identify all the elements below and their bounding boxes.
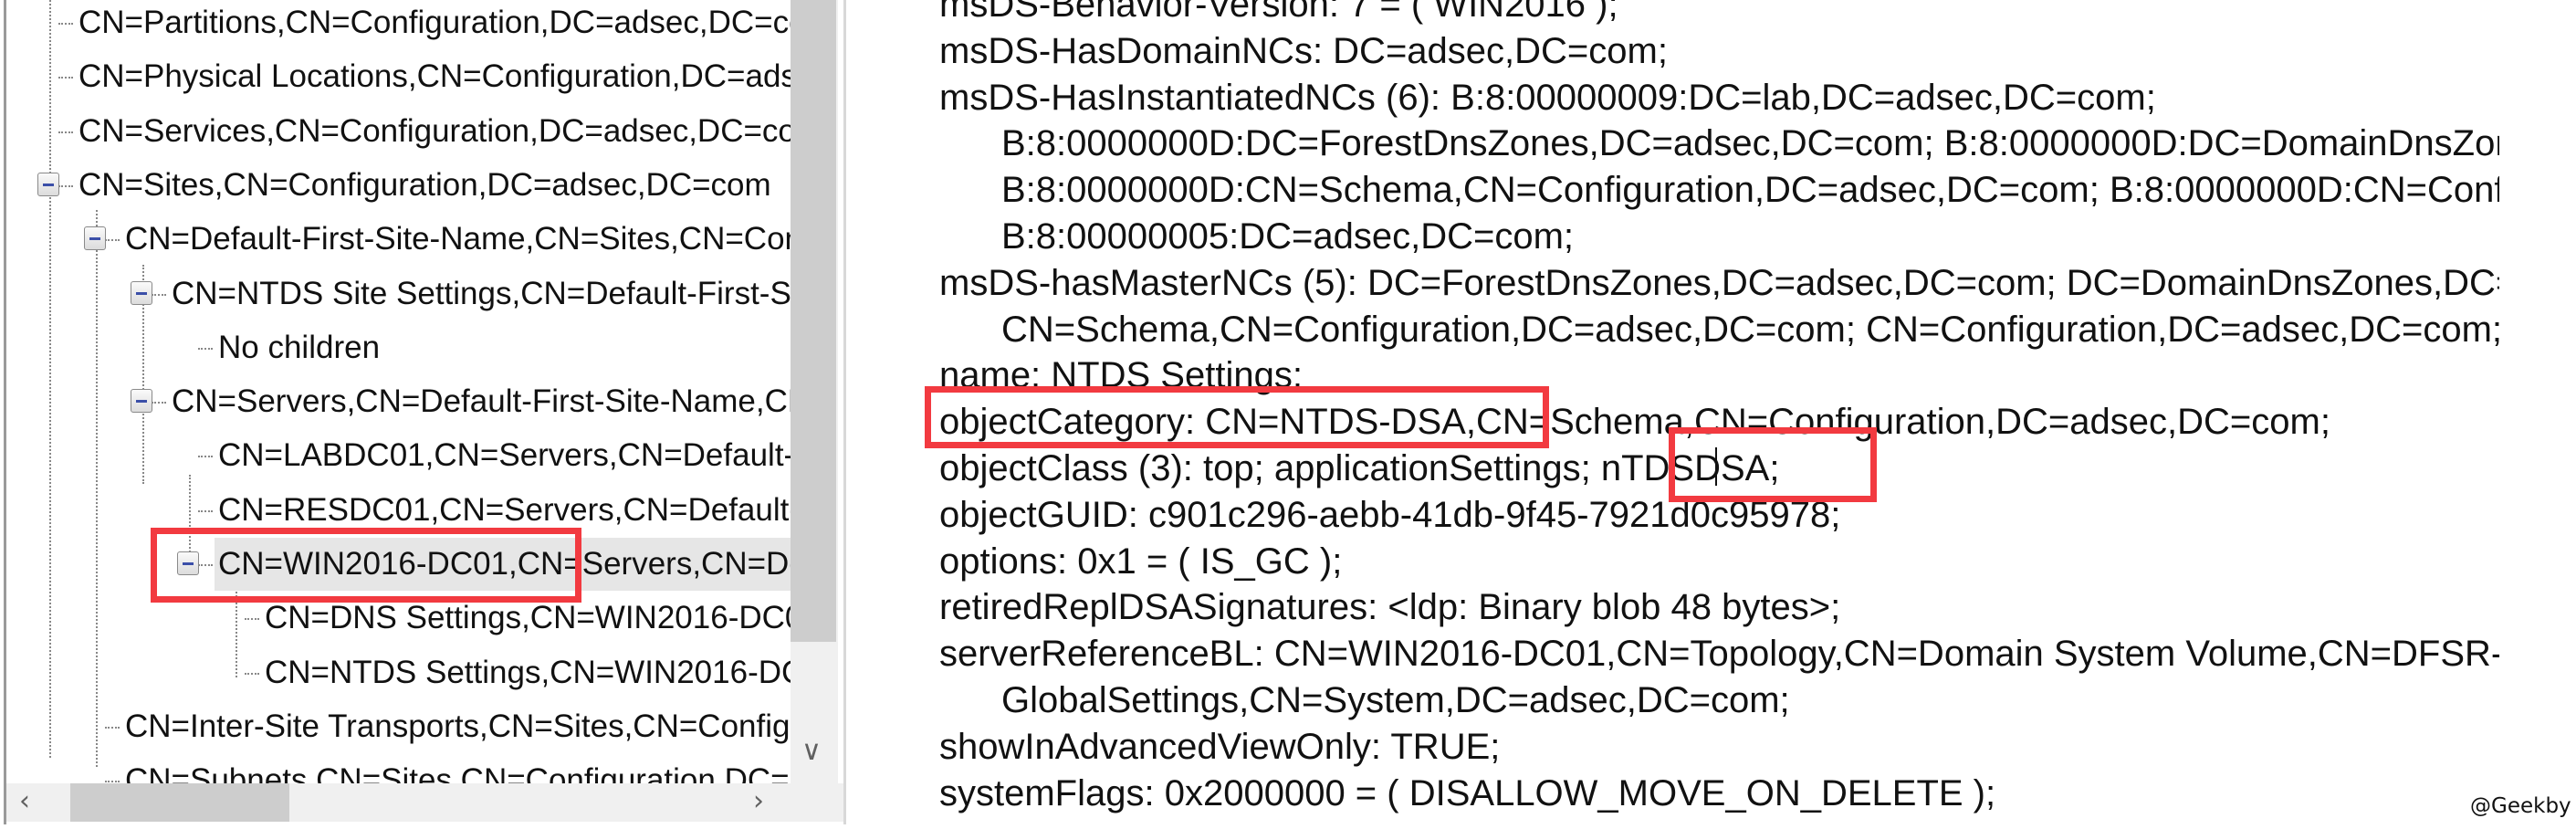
highlight-box-object-category (925, 386, 1549, 448)
tree-guide-line (189, 475, 191, 559)
horizontal-scroll-thumb[interactable] (70, 783, 289, 822)
property-line: B:8:0000000D:DC=ForestDnsZones,DC=adsec,… (1001, 123, 2499, 164)
tree-item-label: CN=WIN2016-DC01,CN=Servers,CN=Default-Fi… (218, 546, 791, 582)
tree-item-label: CN=Subnets,CN=Sites,CN=Configuration,DC=… (125, 762, 791, 783)
horizontal-scrollbar[interactable]: ‹ › (6, 783, 843, 822)
tree-connector (58, 184, 73, 187)
tree-item[interactable]: CN=Subnets,CN=Sites,CN=Configuration,DC=… (6, 754, 791, 783)
property-line: CN=Schema,CN=Configuration,DC=adsec,DC=c… (1001, 309, 2499, 350)
tree-item-label: CN=RESDC01,CN=Servers,CN=Default-First-S… (218, 491, 791, 528)
tree-item[interactable]: CN=Default-First-Site-Name,CN=Sites,CN=C… (6, 213, 791, 267)
tree-connector (245, 672, 259, 675)
chevron-right-icon[interactable]: › (753, 785, 764, 817)
chevron-down-icon[interactable]: ∨ (801, 735, 822, 767)
tree-item-label: CN=Services,CN=Configuration,DC=adsec,DC… (79, 112, 791, 149)
tree-connector (58, 77, 73, 79)
tree-item-label: CN=Servers,CN=Default-First-Site-Name,CN… (172, 383, 791, 420)
chevron-left-icon[interactable]: ‹ (19, 785, 30, 817)
tree-guide-line (96, 210, 98, 767)
tree-item[interactable]: CN=NTDS Site Settings,CN=Default-First-S… (6, 268, 791, 321)
tree-guide-line (142, 265, 144, 484)
property-line: serverReferenceBL: CN=WIN2016-DC01,CN=To… (939, 634, 2499, 675)
tree-connector (105, 781, 120, 783)
tree-item[interactable]: CN=RESDC01,CN=Servers,CN=Default-First-S… (6, 484, 791, 538)
tree-item-label: CN=Sites,CN=Configuration,DC=adsec,DC=co… (79, 166, 771, 203)
highlight-box-server-node (151, 528, 581, 603)
tree-connector (198, 456, 213, 458)
tree-item[interactable]: CN=Physical Locations,CN=Configuration,D… (6, 50, 791, 104)
collapse-icon[interactable] (131, 280, 152, 305)
tree-guide-line (49, 0, 51, 758)
property-line: msDS-hasMasterNCs (5): DC=ForestDnsZones… (939, 262, 2499, 303)
property-line: B:8:00000005:DC=adsec,DC=com; (1001, 216, 1575, 257)
tree-connector (105, 239, 120, 242)
watermark: @Geekby (2470, 794, 2571, 818)
tree-item[interactable]: CN=Inter-Site Transports,CN=Sites,CN=Con… (6, 700, 791, 754)
collapse-icon[interactable] (177, 551, 199, 575)
tree-connector (245, 618, 259, 621)
tree-item-label: CN=Default-First-Site-Name,CN=Sites,CN=C… (125, 221, 791, 257)
tree-connector (152, 402, 166, 404)
tree-connector (58, 131, 73, 133)
tree-item-label: CN=Inter-Site Transports,CN=Sites,CN=Con… (125, 708, 791, 744)
tree-item[interactable]: CN=Servers,CN=Default-First-Site-Name,CN… (6, 375, 791, 429)
property-line: showInAdvancedViewOnly: TRUE; (939, 726, 1501, 767)
tree-item[interactable]: CN=WIN2016-DC01,CN=Servers,CN=Default-Fi… (6, 538, 791, 592)
tree-item[interactable]: CN=NTDS Settings,CN=WIN2016-DC01,CN=Serv… (6, 646, 791, 700)
tree-connector (198, 347, 213, 350)
highlight-box-object-class (1669, 427, 1877, 502)
vertical-scroll-thumb[interactable] (791, 0, 836, 642)
tree-item[interactable]: CN=Sites,CN=Configuration,DC=adsec,DC=co… (6, 159, 791, 213)
tree-item-label: CN=DNS Settings,CN=WIN2016-DC01,CN=Serve… (265, 600, 791, 636)
collapse-icon[interactable] (131, 389, 152, 414)
tree-item[interactable]: CN=Services,CN=Configuration,DC=adsec,DC… (6, 105, 791, 159)
tree-connector (198, 509, 213, 512)
tree-item[interactable]: CN=Partitions,CN=Configuration,DC=adsec,… (6, 0, 791, 50)
property-line: GlobalSettings,CN=System,DC=adsec,DC=com… (1001, 680, 1790, 720)
property-line: objectClass (3): top; applicationSetting… (939, 448, 1780, 488)
collapse-icon[interactable] (37, 172, 59, 196)
tree-guide-line (236, 584, 237, 677)
tree-connector (58, 23, 73, 25)
tree-pane: CN=Partitions,CN=Configuration,DC=adsec,… (0, 0, 847, 824)
tree-item-label: CN=NTDS Settings,CN=WIN2016-DC01,CN=Serv… (265, 654, 791, 690)
property-line: B:8:0000000D:CN=Schema,CN=Configuration,… (1001, 170, 2499, 211)
property-line: msDS-HasDomainNCs: DC=adsec,DC=com; (939, 30, 1668, 71)
pane-border (843, 0, 846, 824)
tree-connector (198, 564, 213, 566)
tree-view[interactable]: CN=Partitions,CN=Configuration,DC=adsec,… (6, 0, 791, 783)
property-line: objectCategory: CN=NTDS-DSA,CN=Schema,CN… (939, 402, 2330, 443)
tree-item-label: No children (218, 329, 381, 365)
properties-pane: msDS-Behavior-Version: 7 = ( WIN2016 ); m… (913, 0, 2499, 829)
property-line: systemFlags: 0x2000000 = ( DISALLOW_MOVE… (939, 772, 1996, 813)
tree-connector (152, 293, 166, 296)
tree-item-label: CN=Partitions,CN=Configuration,DC=adsec,… (79, 5, 791, 40)
tree-item-label: CN=LABDC01,CN=Servers,CN=Default-First-S… (218, 437, 791, 474)
property-line: options: 0x1 = ( IS_GC ); (939, 540, 1343, 582)
collapse-icon[interactable] (84, 226, 106, 251)
text-cursor (1715, 447, 1717, 486)
tree-connector (105, 726, 120, 729)
tree-item[interactable]: No children (6, 321, 791, 375)
property-line: retiredReplDSASignatures: <ldp: Binary b… (939, 587, 1841, 628)
pane-border (4, 0, 6, 824)
tree-item[interactable]: CN=DNS Settings,CN=WIN2016-DC01,CN=Serve… (6, 592, 791, 645)
vertical-scrollbar[interactable]: ∨ (791, 0, 838, 783)
tree-item[interactable]: CN=LABDC01,CN=Servers,CN=Default-First-S… (6, 429, 791, 483)
property-line: msDS-Behavior-Version: 7 = ( WIN2016 ); (939, 0, 1618, 25)
selection-highlight (215, 538, 791, 591)
property-line: msDS-HasInstantiatedNCs (6): B:8:0000000… (939, 77, 2156, 118)
tree-item-label: CN=NTDS Site Settings,CN=Default-First-S… (172, 275, 791, 311)
tree-item-label: CN=Physical Locations,CN=Configuration,D… (79, 58, 791, 95)
